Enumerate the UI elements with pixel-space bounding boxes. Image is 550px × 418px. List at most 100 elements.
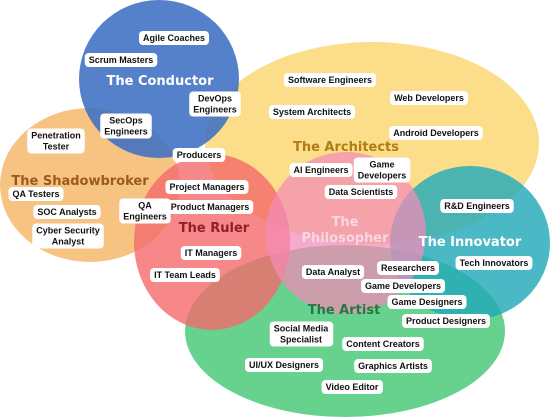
role-label-text: AI Engineers [293, 165, 348, 175]
role-label-box [172, 148, 226, 162]
role-label-text: Web Developers [394, 93, 464, 103]
role-label-text: System Architects [273, 107, 351, 117]
role-label-box [342, 337, 424, 351]
role-label-box [401, 314, 491, 328]
role-label: Scrum Masters [84, 53, 158, 67]
role-label-box [84, 53, 158, 67]
role-label-text: Game Developers [365, 281, 441, 291]
ruler-circle [134, 154, 290, 330]
role-label: Agile Coaches [138, 31, 210, 45]
role-label-box [390, 91, 468, 105]
ruler-title: The Ruler [179, 221, 250, 236]
role-label: System Architects [268, 105, 356, 119]
role-label: Video Editor [321, 380, 383, 394]
role-label-box [376, 261, 440, 275]
role-label: Data Scientists [324, 185, 398, 199]
role-label: Product Managers [166, 200, 254, 214]
role-label: Product Designers [401, 314, 491, 328]
role-label-box [269, 321, 334, 347]
role-label-box [27, 128, 85, 154]
role-label: Android Developers [389, 126, 483, 140]
role-label-box [8, 187, 64, 201]
role-label-box [360, 279, 446, 293]
role-label: QA Testers [8, 187, 64, 201]
role-label: AI Engineers [289, 163, 353, 177]
role-label-box [301, 265, 365, 279]
role-label-text: Tech Innovators [460, 258, 529, 268]
role-label-box [440, 199, 514, 213]
role-label-text: Producers [177, 150, 222, 160]
role-label: Researchers [376, 261, 440, 275]
role-label-text: QA Testers [12, 189, 59, 199]
role-label: Web Developers [390, 91, 468, 105]
role-label-box [100, 113, 152, 139]
role-label-text: Scrum Masters [89, 55, 154, 65]
role-label-text: IT Managers [185, 248, 238, 258]
role-label-box [119, 198, 171, 224]
role-label-box [289, 163, 353, 177]
role-label-text: Agile Coaches [143, 33, 205, 43]
role-label: Tech Innovators [455, 256, 533, 270]
role-label-box [138, 31, 210, 45]
role-label-text: Data Scientists [329, 187, 394, 197]
role-label-text: R&D Engineers [444, 201, 510, 211]
role-label-box [387, 295, 467, 309]
role-label: Graphics Artists [354, 359, 432, 373]
role-label-text: Researchers [381, 263, 435, 273]
role-label-text: Content Creators [346, 339, 420, 349]
role-label: Game Developers [360, 279, 446, 293]
role-label-text: Software Engineers [288, 75, 372, 85]
artist-title: The Artist [308, 303, 381, 318]
role-label-text: Data Analyst [306, 267, 360, 277]
role-label-text: IT Team Leads [154, 270, 216, 280]
role-label-box [268, 105, 356, 119]
role-label: SOC Analysts [33, 205, 101, 219]
role-label-box [455, 256, 533, 270]
role-label-text: Project Managers [169, 182, 244, 192]
role-label-box [166, 200, 254, 214]
role-label: Game Designers [387, 295, 467, 309]
role-label: UI/UX Designers [244, 358, 324, 372]
role-label: Data Analyst [301, 265, 365, 279]
shadowbroker-title: The Shadowbroker [11, 174, 149, 189]
role-label: R&D Engineers [440, 199, 514, 213]
role-label-box [244, 358, 324, 372]
role-label-box [389, 126, 483, 140]
role-label: Producers [172, 148, 226, 162]
innovator-title: The Innovator [419, 235, 522, 250]
role-label: IT Managers [180, 246, 242, 260]
role-label-box [33, 205, 101, 219]
conductor-title: The Conductor [106, 74, 214, 89]
role-label-box [283, 73, 377, 87]
role-label-box [32, 223, 104, 249]
role-label-box [189, 91, 241, 117]
architects-title: The Architects [293, 140, 399, 155]
role-label-text: UI/UX Designers [249, 360, 319, 370]
role-label-text: Video Editor [326, 382, 379, 392]
role-label-box [180, 246, 242, 260]
role-label-text: Game Designers [391, 297, 462, 307]
role-label-text: Graphics Artists [358, 361, 428, 371]
role-label-text: Android Developers [393, 128, 479, 138]
role-label-text: SOC Analysts [37, 207, 96, 217]
role-label-box [165, 180, 249, 194]
role-label-box [150, 268, 220, 282]
role-label: Project Managers [165, 180, 249, 194]
role-label: Content Creators [342, 337, 424, 351]
